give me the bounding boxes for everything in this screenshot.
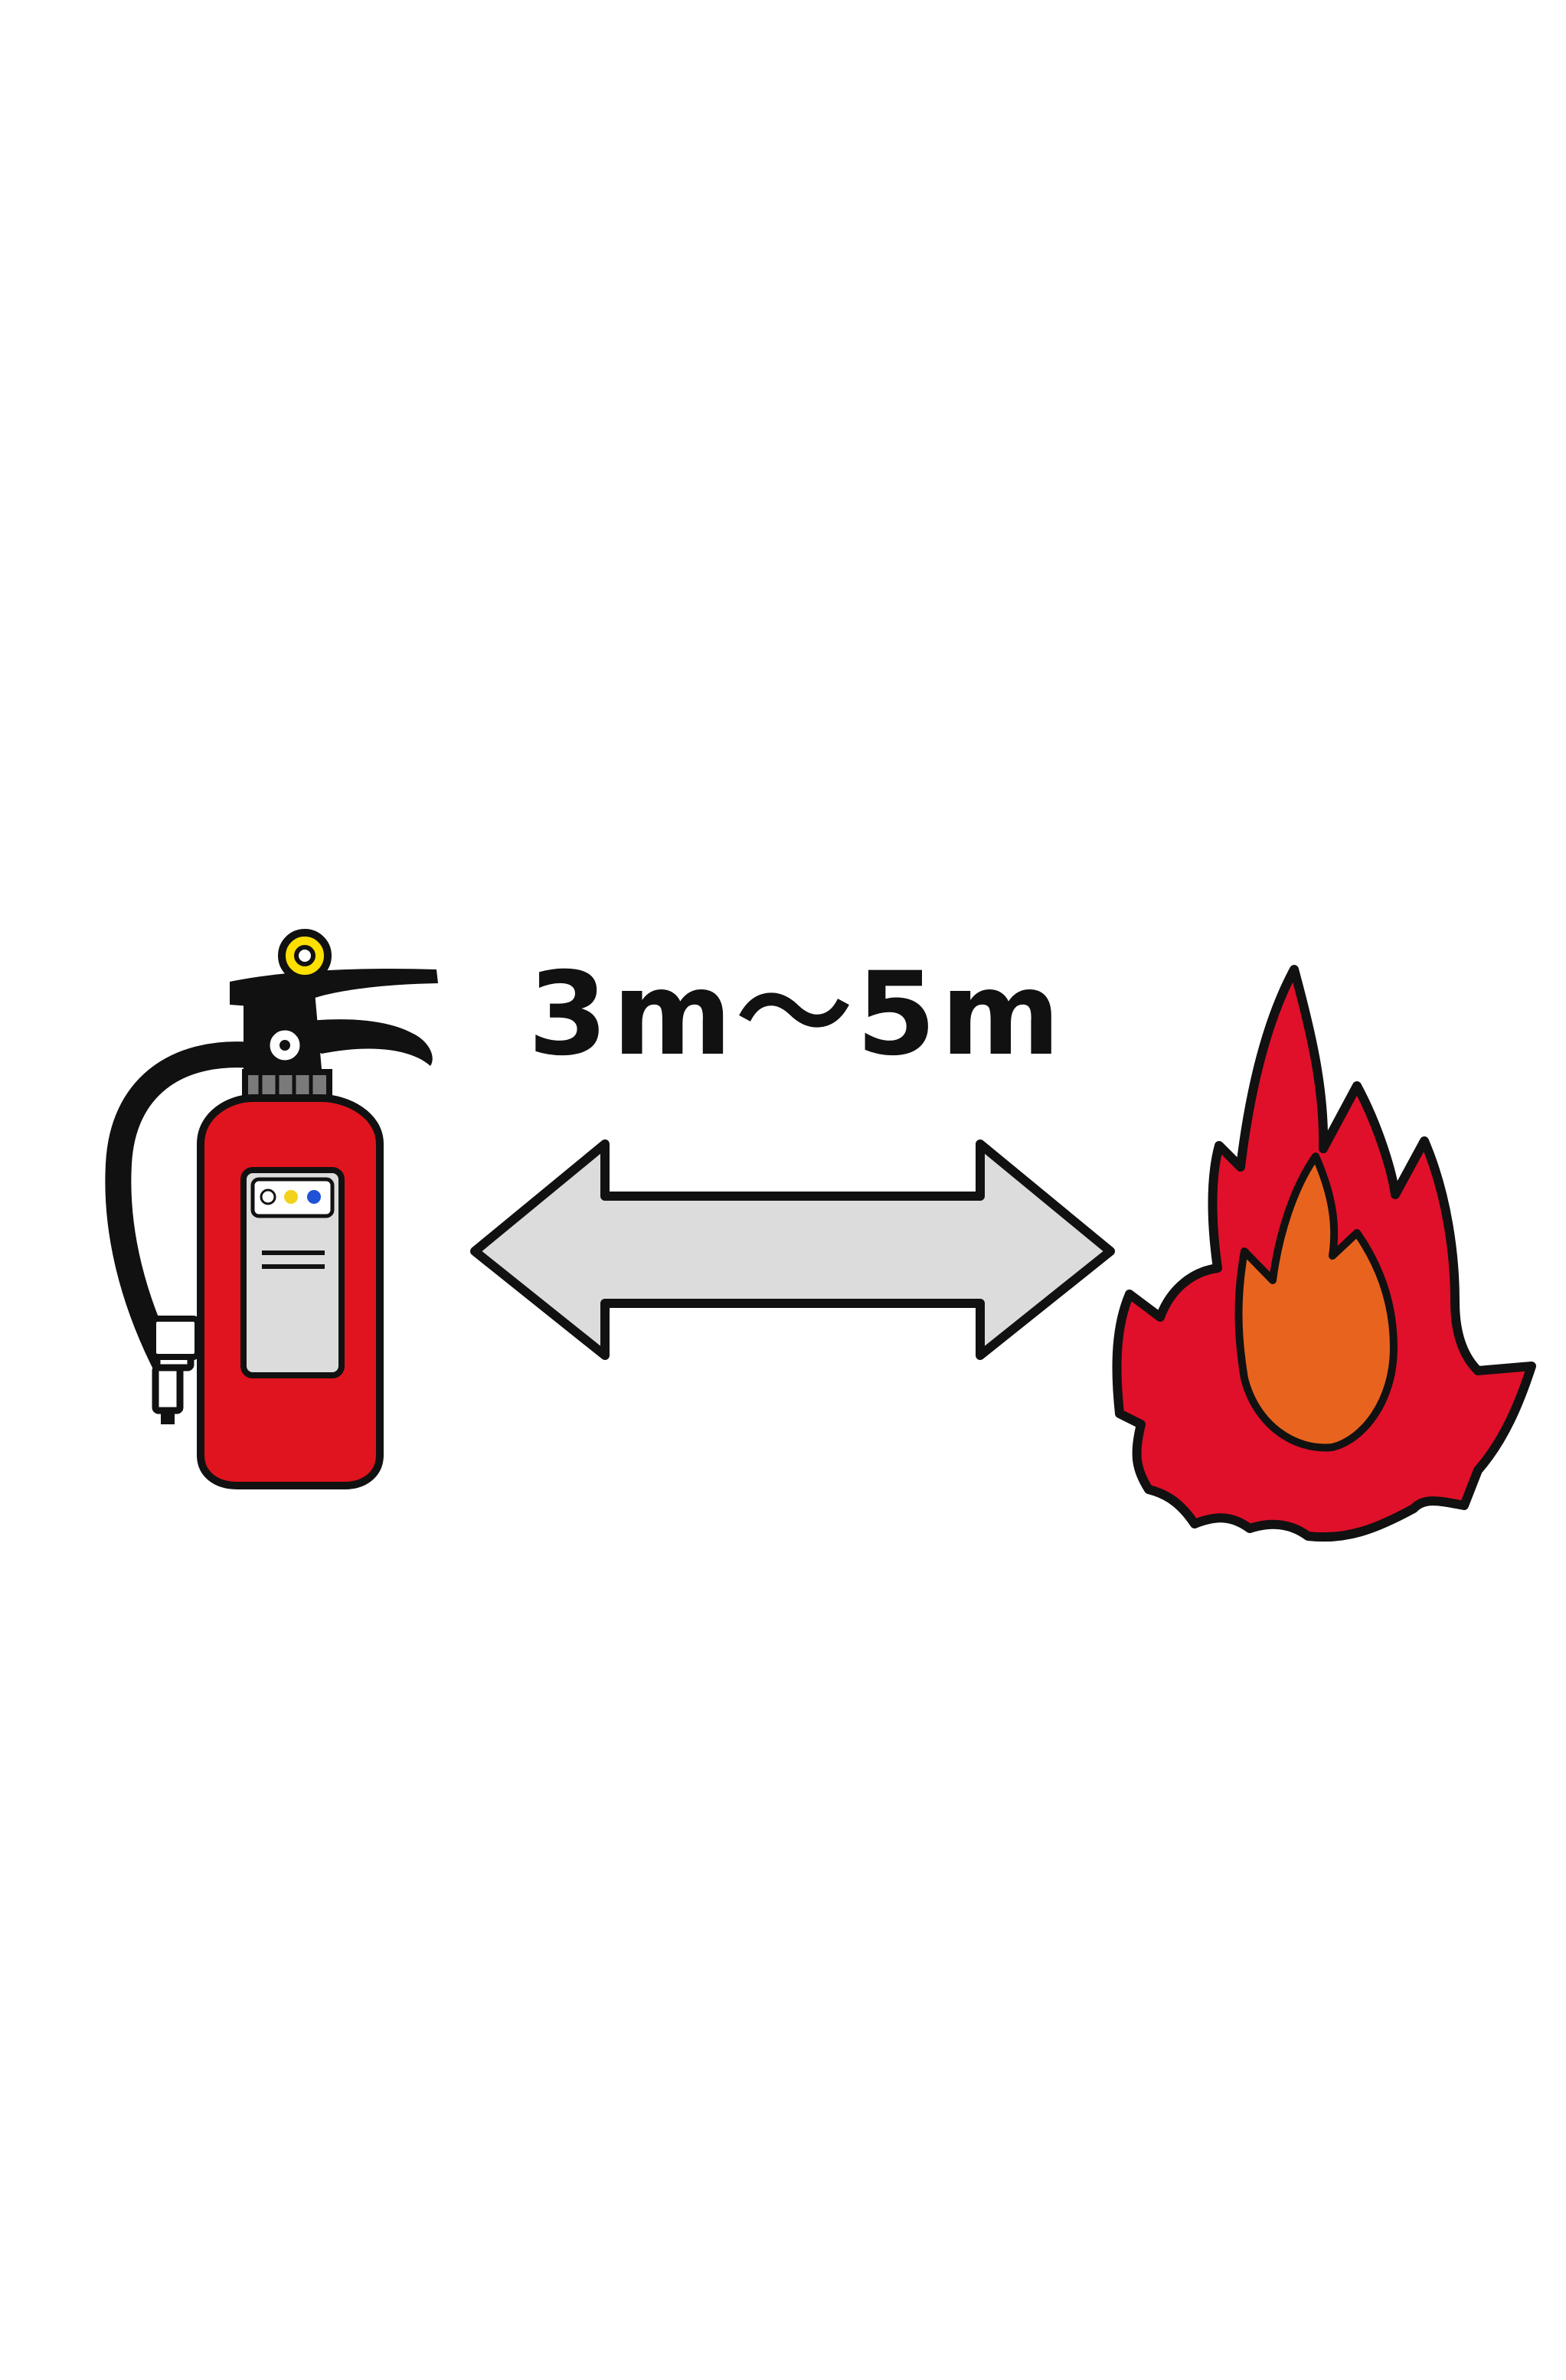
extinguisher-label-panel <box>240 1167 345 1378</box>
flame-inner <box>1234 1152 1398 1452</box>
label-dot-white <box>260 1188 276 1205</box>
extinguisher-hose <box>105 1041 266 1376</box>
label-dot-blue <box>307 1190 321 1204</box>
distance-label: 3m〜5m <box>528 948 1065 1081</box>
fire-icon <box>1112 965 1536 1542</box>
double-arrow-icon <box>470 1139 1115 1360</box>
fire-extinguisher-icon <box>105 929 438 1489</box>
double-arrow-shape <box>470 1139 1115 1360</box>
label-dot-yellow <box>284 1190 298 1204</box>
